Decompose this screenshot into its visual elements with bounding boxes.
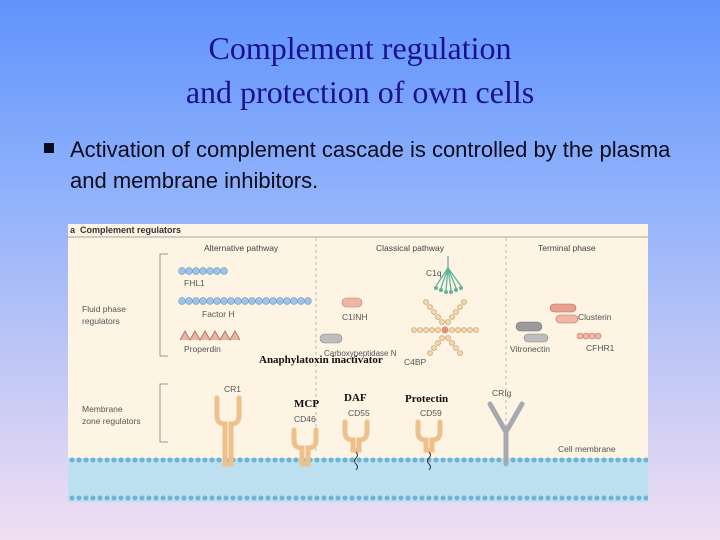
cd59-receptor: [415, 419, 443, 453]
title-line-2: and protection of own cells: [185, 74, 535, 110]
fluid-label-1: Fluid phase: [82, 304, 126, 314]
bullet-text: Activation of complement cascade is cont…: [70, 137, 671, 193]
clusterin-domain: [555, 314, 579, 324]
complement-regulators-figure: a Complement regulators Alternative path…: [68, 224, 648, 502]
crig-label: CRIg: [492, 388, 512, 398]
carboxypeptidase-label: Carboxypeptidase N: [324, 349, 397, 358]
vitronectin-label: Vitronectin: [510, 344, 550, 354]
cell-membrane: [68, 458, 648, 502]
panel-title: Complement regulators: [80, 225, 181, 235]
c4bp-molecule: [411, 299, 479, 356]
cfhr1-label: CFHR1: [586, 343, 615, 353]
c4bp-label: C4BP: [404, 357, 427, 367]
c1q-heads: [434, 286, 463, 294]
cd55-receptor: [342, 419, 370, 453]
square-bullet-icon: [44, 143, 54, 153]
fluid-label-2: regulators: [82, 316, 120, 326]
daf-label: DAF: [344, 392, 367, 404]
mcp-label: MCP: [294, 398, 320, 410]
cd46-receptor: [291, 427, 319, 467]
cr1-label: CR1: [224, 384, 241, 394]
fhl1-molecule: [178, 267, 228, 275]
cd59-label: CD59: [420, 408, 442, 418]
fhl1-label: FHL1: [184, 278, 205, 288]
vitronectin-domain: [523, 333, 549, 343]
anaphylatoxin-inactivator-label: Anaphylatoxin inactivator: [259, 354, 383, 366]
protectin-label: Protectin: [405, 393, 449, 405]
cr1-receptor: [214, 395, 242, 467]
membrane-heads-top: [69, 457, 648, 463]
alternative-pathway-label: Alternative pathway: [204, 243, 279, 253]
slide-title: Complement regulation and protection of …: [0, 26, 720, 114]
membrane-label-1: Membrane: [82, 404, 123, 414]
terminal-phase-label: Terminal phase: [538, 243, 596, 253]
properdin-label: Properdin: [184, 344, 221, 354]
factor-h-molecule: [178, 297, 312, 305]
clusterin-molecule: [549, 303, 577, 313]
figure-diagram: a Complement regulators Alternative path…: [68, 225, 648, 502]
c1inh-molecule: [341, 297, 363, 308]
c4bp-core: [441, 326, 449, 334]
crig-receptor: [487, 401, 525, 467]
cd55-label: CD55: [348, 408, 370, 418]
cfhr1-molecule: [576, 332, 602, 340]
panel-label: a: [70, 225, 76, 235]
c1q-label: C1q: [426, 268, 442, 278]
membrane-bracket: [159, 383, 168, 443]
c1inh-label: C1INH: [342, 312, 368, 322]
membrane-heads-bottom: [69, 495, 648, 501]
carboxypeptidase-molecule: [319, 333, 343, 344]
fluid-bracket: [159, 253, 168, 357]
vitronectin-molecule: [515, 321, 543, 332]
clusterin-label: Clusterin: [578, 312, 612, 322]
cd55-gpi-anchor: [354, 451, 358, 471]
cell-membrane-label: Cell membrane: [558, 444, 616, 454]
cd59-gpi-anchor: [427, 451, 431, 471]
factor-h-label: Factor H: [202, 309, 235, 319]
properdin-molecule: [179, 330, 241, 341]
c1q-molecule: [435, 256, 462, 291]
cd46-label: CD46: [294, 414, 316, 424]
classical-pathway-label: Classical pathway: [376, 243, 445, 253]
title-line-1: Complement regulation: [208, 30, 512, 66]
membrane-label-2: zone regulators: [82, 416, 141, 426]
